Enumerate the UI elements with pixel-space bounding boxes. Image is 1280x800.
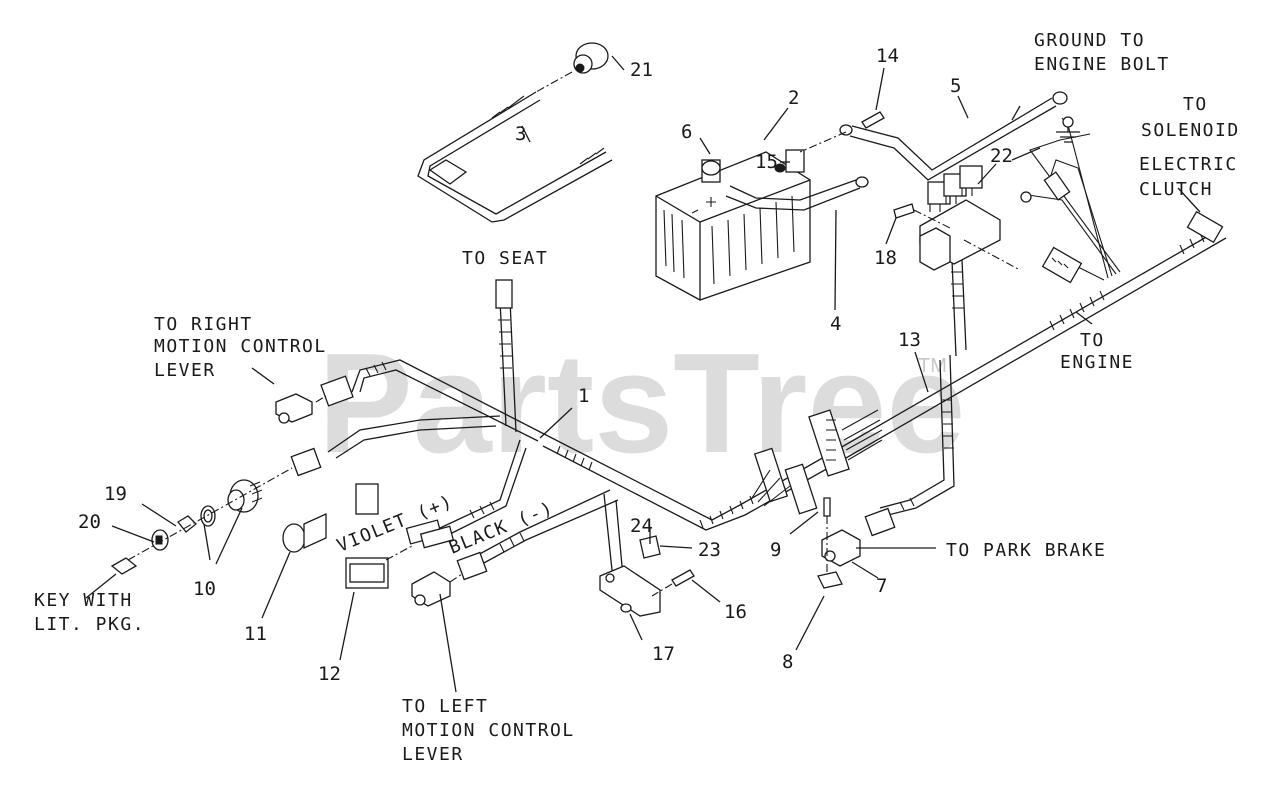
label-left-line3: LEVER [402,744,464,765]
callout-14: 14 [876,45,899,67]
callout-9: 9 [770,539,781,561]
label-engine-line1: TO [1080,330,1105,351]
label-left-line1: TO LEFT [402,696,488,717]
label-right-line2: MOTION CONTROL [154,336,327,357]
callout-6: 6 [681,121,692,143]
callout-18: 18 [874,247,897,269]
labels: GROUND TO ENGINE BOLT TO SOLENOID ELECTR… [34,30,1240,765]
callout-5: 5 [950,75,961,97]
label-ground-line2: ENGINE BOLT [1034,54,1170,75]
label-solenoid-line2: SOLENOID [1141,120,1240,141]
right-motion-switch [275,375,354,477]
park-brake-switch [817,497,896,589]
callout-21: 21 [630,59,653,81]
callout-10: 10 [193,578,216,600]
callout-2: 2 [788,87,799,109]
callout-12: 12 [318,663,341,685]
label-right-line3: LEVER [154,360,216,381]
label-solenoid-line1: TO [1183,94,1208,115]
label-clutch-line1: ELECTRIC [1139,154,1238,175]
callout-20: 20 [78,511,101,533]
relay-board [893,165,1021,271]
callout-11: 11 [244,623,267,645]
callout-13: 13 [898,329,921,351]
label-clutch-line2: CLUTCH [1139,179,1213,200]
label-park-brake: TO PARK BRAKE [946,540,1106,561]
main-harness [327,226,1227,579]
seat-connector [495,279,513,309]
right-leads [1020,116,1224,284]
callout-15: 15 [755,151,778,173]
label-ground-line1: GROUND TO [1034,30,1145,51]
callout-22: 22 [990,145,1013,167]
label-to-seat: TO SEAT [462,248,548,269]
callout-1: 1 [578,385,589,407]
callout-3: 3 [515,123,526,145]
ignition-switch [110,467,455,589]
left-motion-switch [411,551,488,607]
watermark: PartsTree TM [318,324,965,483]
callout-19: 19 [104,483,127,505]
watermark-brand: PartsTree [318,324,965,483]
label-key-line2: LIT. PKG. [34,614,145,635]
callout-4: 4 [830,313,841,335]
label-left-line2: MOTION CONTROL [402,720,575,741]
label-key-line1: KEY WITH [34,590,133,611]
leader-lines [85,55,1201,693]
callouts: 1 2 3 4 5 6 7 8 9 10 11 12 13 14 15 16 1… [78,45,1013,685]
label-right-line1: TO RIGHT [154,314,253,335]
callout-7: 7 [876,575,887,597]
battery-hold-down [417,42,613,223]
battery [655,91,1068,301]
harness-bracket [599,535,695,617]
callout-8: 8 [782,651,793,673]
callout-24: 24 [630,515,653,537]
callout-16: 16 [724,601,747,623]
label-engine-line2: ENGINE [1060,352,1134,373]
callout-23: 23 [698,539,721,561]
callout-17: 17 [652,643,675,665]
